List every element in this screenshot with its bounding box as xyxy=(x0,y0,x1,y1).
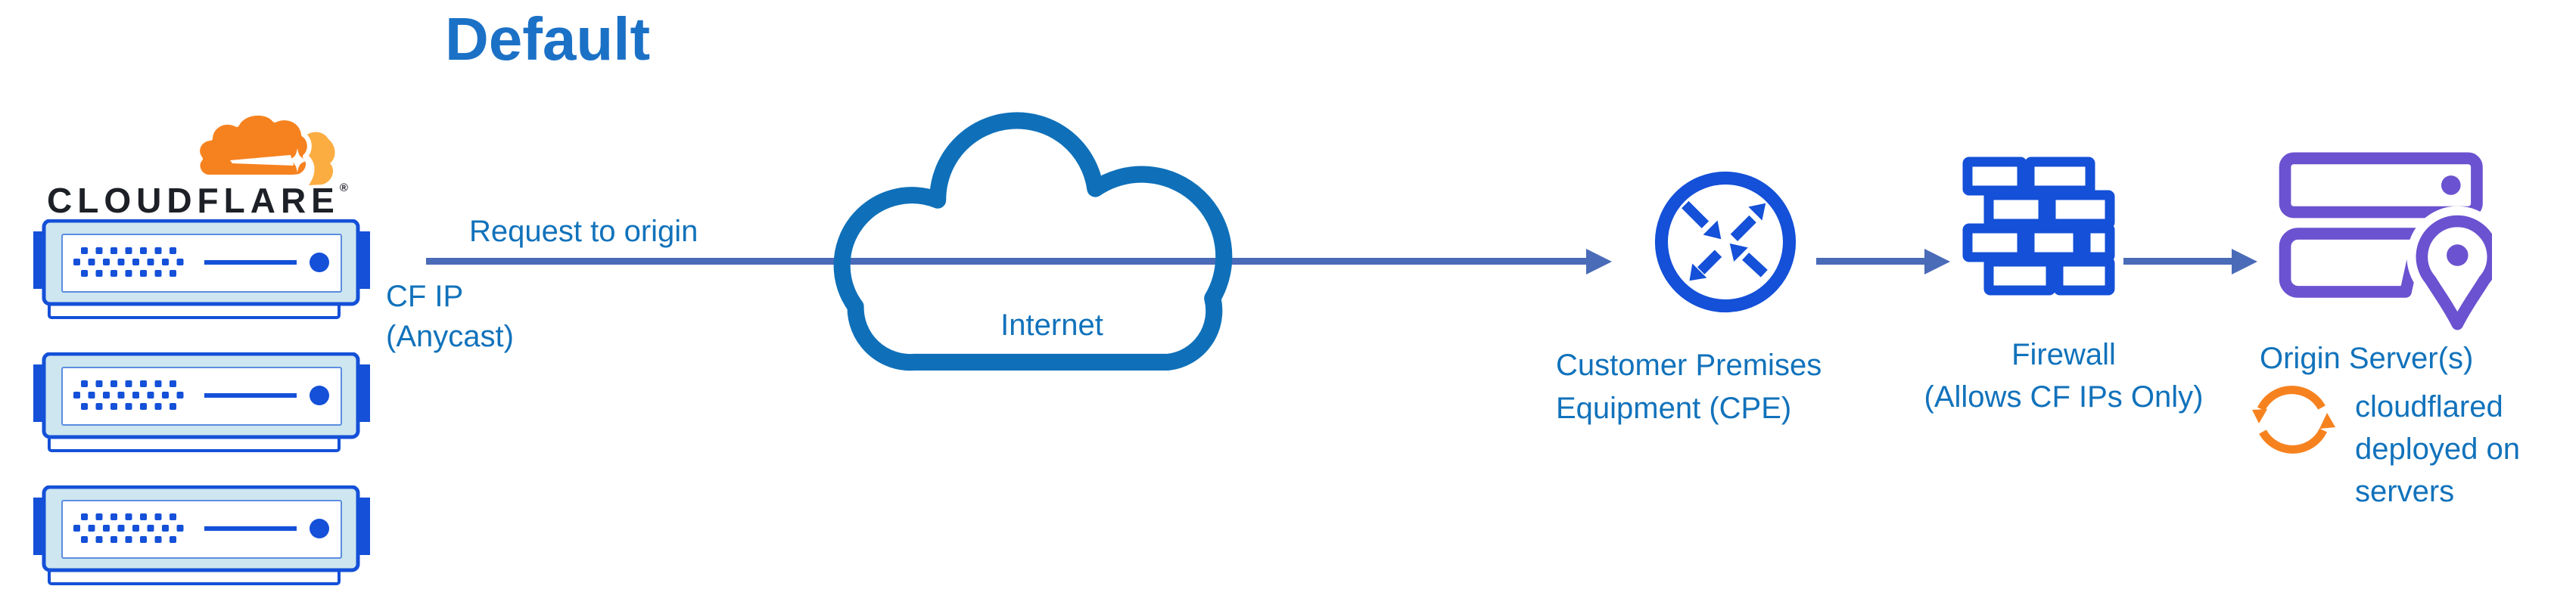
cloudflared-note-line3: servers xyxy=(2355,475,2455,508)
firewall-brick-icon xyxy=(1962,157,2115,296)
server-base-tray xyxy=(48,569,341,585)
cloudflare-edge-server-icon xyxy=(33,485,370,585)
cloudflared-note-line2: deployed on xyxy=(2355,433,2520,466)
arrowhead-edge-to-cpe-icon xyxy=(1586,249,1612,274)
cloudflare-brand-text: CLOUDFLARE xyxy=(47,181,340,220)
server-base-tray xyxy=(48,436,341,452)
server-right-tab xyxy=(358,231,370,289)
server-slot-line xyxy=(204,260,297,265)
registered-mark: ® xyxy=(339,181,348,194)
server-slot-line xyxy=(204,393,297,398)
cpe-router-icon xyxy=(1654,171,1797,313)
internet-label: Internet xyxy=(1000,309,1103,342)
cloudflared-sync-icon xyxy=(2252,386,2335,454)
firewall-label: Firewall (Allows CF IPs Only) xyxy=(1893,333,2234,418)
origin-servers-icon xyxy=(2279,152,2492,333)
server-slot-line xyxy=(204,526,297,531)
cloudflared-note: cloudflared deployed on servers xyxy=(2355,386,2520,513)
server-vent-dots xyxy=(73,380,184,410)
connector-edge-to-cpe xyxy=(426,258,1588,265)
server-vent-dots xyxy=(73,247,184,277)
arrowhead-cpe-to-firewall-icon xyxy=(1924,249,1950,274)
diagram-title: Default xyxy=(445,5,651,73)
cpe-label-line1: Customer Premises xyxy=(1556,349,1822,382)
server-right-tab xyxy=(358,364,370,422)
anycast-line: (Anycast) xyxy=(386,320,514,353)
server-base-tray xyxy=(48,302,341,319)
cloudflare-wordmark: CLOUDFLARE® xyxy=(47,180,348,221)
cloudflared-note-line1: cloudflared xyxy=(2355,390,2503,423)
connector-cpe-to-firewall xyxy=(1816,258,1926,265)
server-vent-dots xyxy=(73,513,184,543)
server-led xyxy=(310,386,329,405)
request-to-origin-label: Request to origin xyxy=(469,215,698,248)
cf-ip-line: CF IP xyxy=(386,280,464,313)
server-right-tab xyxy=(358,498,370,555)
cpe-label-line2: Equipment (CPE) xyxy=(1556,392,1792,425)
firewall-label-line2: (Allows CF IPs Only) xyxy=(1924,380,2204,414)
origin-servers-label: Origin Server(s) xyxy=(2260,342,2474,375)
cloudflare-edge-server-icon xyxy=(33,219,370,319)
cpe-label: Customer Premises Equipment (CPE) xyxy=(1556,344,1822,430)
cf-ip-anycast-label: CF IP (Anycast) xyxy=(386,277,514,357)
arrowhead-firewall-to-origin-icon xyxy=(2232,249,2257,274)
cloudflare-logo-cloud-icon xyxy=(195,112,335,185)
firewall-label-line1: Firewall xyxy=(2011,338,2116,371)
connector-firewall-to-origin xyxy=(2123,258,2233,265)
cloudflare-edge-server-icon xyxy=(33,352,370,452)
server-led xyxy=(310,519,329,538)
server-led xyxy=(310,253,329,272)
